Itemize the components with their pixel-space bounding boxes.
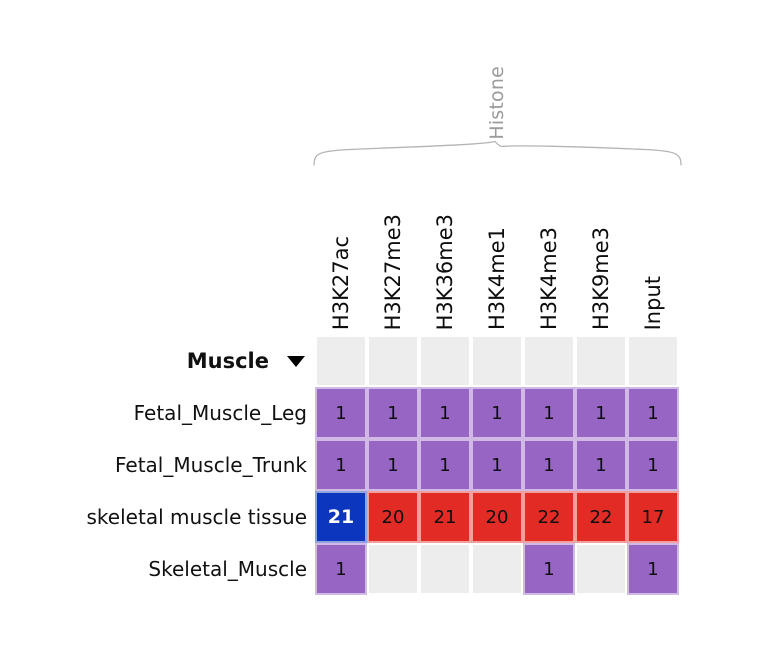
column-header-label: Input <box>640 275 665 330</box>
row-label-skeletal-muscle[interactable]: Skeletal_Muscle <box>148 557 307 581</box>
column-header-row: H3K27ac H3K27me3 H3K36me3 H3K4me1 H3K4me… <box>315 170 679 330</box>
table-row[interactable]: skeletal muscle tissue 21 20 21 20 22 22… <box>0 491 700 543</box>
heatmap-cell[interactable]: 1 <box>523 387 575 439</box>
row-label-fetal-muscle-trunk[interactable]: Fetal_Muscle_Trunk <box>114 453 307 477</box>
group-row-label[interactable]: Muscle <box>0 335 315 387</box>
heatmap-cell[interactable]: 1 <box>575 387 627 439</box>
row-cells: 1 1 1 1 1 1 1 <box>315 439 679 491</box>
group-row-label-text: Muscle <box>186 349 269 373</box>
column-header-h3k9me3[interactable]: H3K9me3 <box>575 170 627 330</box>
column-header-h3k27me3[interactable]: H3K27me3 <box>367 170 419 330</box>
heatmap-cell[interactable]: 1 <box>471 439 523 491</box>
heatmap-cell[interactable]: 1 <box>315 439 367 491</box>
heatmap-grid: Muscle Fetal_Muscle_Leg 1 1 1 1 1 <box>0 335 700 595</box>
column-header-h3k27ac[interactable]: H3K27ac <box>315 170 367 330</box>
heatmap-cell[interactable]: 1 <box>523 439 575 491</box>
column-group-annotation: Histone <box>310 18 685 168</box>
row-label-fetal-muscle-leg[interactable]: Fetal_Muscle_Leg <box>133 401 307 425</box>
group-header-cell <box>575 335 627 387</box>
row-cells: 1 1 1 1 1 1 1 <box>315 387 679 439</box>
table-row[interactable]: Fetal_Muscle_Trunk 1 1 1 1 1 1 1 <box>0 439 700 491</box>
heatmap-cell-empty[interactable] <box>367 543 419 595</box>
group-header-cells <box>315 335 679 387</box>
column-header-h3k4me1[interactable]: H3K4me1 <box>471 170 523 330</box>
heatmap-cell-empty[interactable] <box>575 543 627 595</box>
heatmap-cell[interactable]: 22 <box>523 491 575 543</box>
row-cells: 21 20 21 20 22 22 17 <box>315 491 679 543</box>
heatmap-cell[interactable]: 1 <box>523 543 575 595</box>
heatmap-cell[interactable]: 20 <box>471 491 523 543</box>
column-header-h3k4me3[interactable]: H3K4me3 <box>523 170 575 330</box>
group-header-cell <box>367 335 419 387</box>
column-header-label: H3K4me1 <box>484 226 509 330</box>
heatmap-cell-empty[interactable] <box>471 543 523 595</box>
column-header-label: H3K27ac <box>328 235 353 330</box>
column-header-input[interactable]: Input <box>627 170 679 330</box>
heatmap-cell[interactable]: 1 <box>627 387 679 439</box>
heatmap-cell[interactable]: 1 <box>575 439 627 491</box>
heatmap-cell[interactable]: 1 <box>627 543 679 595</box>
heatmap-cell[interactable]: 1 <box>315 543 367 595</box>
column-header-h3k36me3[interactable]: H3K36me3 <box>419 170 471 330</box>
column-header-label: H3K36me3 <box>432 213 457 330</box>
triangle-down-icon[interactable] <box>287 355 305 367</box>
table-row[interactable]: Skeletal_Muscle 1 1 1 <box>0 543 700 595</box>
heatmap-cell[interactable]: 21 <box>419 491 471 543</box>
heatmap-cell[interactable]: 1 <box>367 439 419 491</box>
group-header-cell <box>627 335 679 387</box>
heatmap-cell[interactable]: 1 <box>367 387 419 439</box>
table-row[interactable]: Fetal_Muscle_Leg 1 1 1 1 1 1 1 <box>0 387 700 439</box>
heatmap-cell[interactable]: 20 <box>367 491 419 543</box>
heatmap-cell[interactable]: 1 <box>627 439 679 491</box>
heatmap-cell[interactable]: 17 <box>627 491 679 543</box>
heatmap-cell-selected[interactable]: 21 <box>315 491 367 543</box>
row-cells: 1 1 1 <box>315 543 679 595</box>
group-header-cell <box>419 335 471 387</box>
group-header-row[interactable]: Muscle <box>0 335 700 387</box>
heatmap-cell-empty[interactable] <box>419 543 471 595</box>
heatmap-cell[interactable]: 1 <box>471 387 523 439</box>
column-header-label: H3K27me3 <box>380 213 405 330</box>
group-header-cell <box>523 335 575 387</box>
column-group-label: Histone <box>310 18 685 140</box>
group-header-cell <box>471 335 523 387</box>
row-label-skeletal-muscle-tissue[interactable]: skeletal muscle tissue <box>86 505 307 529</box>
column-header-label: H3K4me3 <box>536 226 561 330</box>
heatmap-cell[interactable]: 1 <box>419 439 471 491</box>
heatmap-cell[interactable]: 22 <box>575 491 627 543</box>
curly-brace-icon <box>313 140 682 166</box>
column-header-label: H3K9me3 <box>588 226 613 330</box>
heatmap-cell[interactable]: 1 <box>315 387 367 439</box>
heatmap-cell[interactable]: 1 <box>419 387 471 439</box>
column-group-label-text: Histone <box>486 66 508 140</box>
group-header-cell <box>315 335 367 387</box>
